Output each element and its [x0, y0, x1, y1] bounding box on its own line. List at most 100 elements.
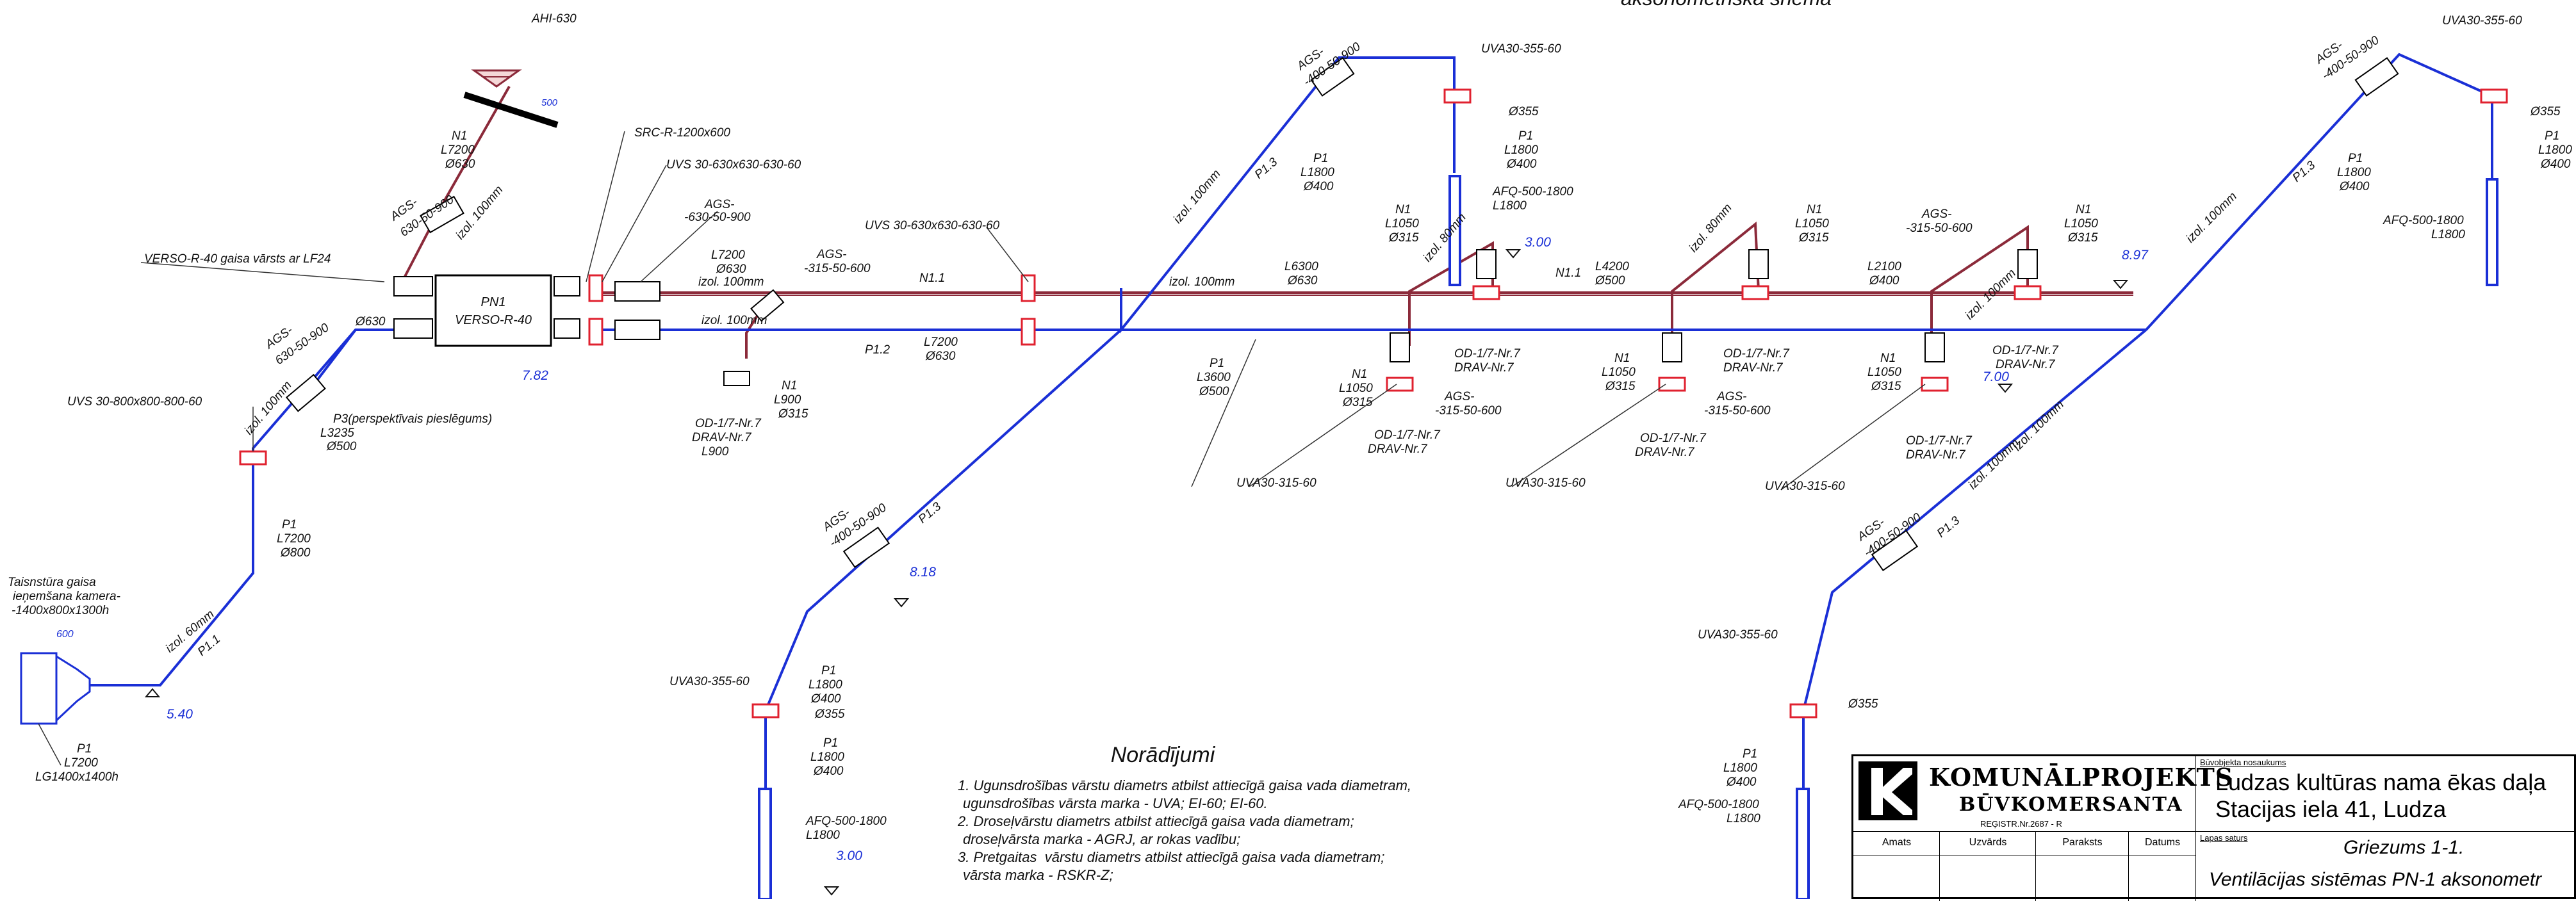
supply-branch-lower-right	[1802, 329, 2147, 711]
label-drav5: DRAV-Nr.7	[1635, 446, 1695, 459]
label-d630c: Ø630	[925, 350, 956, 363]
label-p1b: P1	[77, 742, 92, 756]
label-ags-g2: -315-50-600	[1906, 222, 1973, 235]
label-p1d: P1	[1313, 152, 1328, 165]
label-afq1-l: L1800	[1493, 199, 1527, 213]
company-logo	[1858, 761, 1917, 820]
label-n1g-d: Ø315	[2067, 231, 2098, 245]
scheme-title: aksonometriskā shēma	[1621, 0, 1832, 10]
label-uvs1: UVS 30-630x630-630-60	[666, 158, 801, 172]
elevation-818: 8.18	[910, 565, 936, 580]
label-p1j-l: L1800	[2538, 143, 2572, 157]
label-n1a-l: L7200	[441, 143, 475, 157]
label-p3-d: Ø500	[326, 440, 357, 453]
company-name-2: BŪVKOMERSANTA	[1959, 793, 2183, 816]
air-handling-unit: PN1 VERSO-R-40	[393, 274, 580, 347]
sheet-title-line2: Ventilācijas sistēmas PN-1 aksonometr	[2209, 869, 2542, 890]
label-intake-1: Taisnstūra gaisa	[8, 576, 96, 589]
label-n1b: N1	[782, 379, 797, 393]
label-n1c-l: L1050	[1385, 217, 1419, 231]
label-n11b: N1.1	[1555, 266, 1581, 280]
supply-riser-right	[2145, 53, 2493, 331]
label-n1f-d: Ø315	[1605, 380, 1636, 393]
col-uzvards: Uzvārds	[1969, 837, 2007, 848]
label-drav3: DRAV-Nr.7	[1368, 442, 1428, 456]
col-paraksts: Paraksts	[2062, 837, 2103, 848]
fire-dampers	[239, 88, 2508, 718]
label-p1g: P1	[823, 736, 838, 750]
label-p1e-d: Ø500	[1199, 385, 1229, 398]
label-l2100: L2100	[1867, 260, 1901, 273]
label-p1c-d: Ø400	[1506, 158, 1537, 171]
logo-k-icon	[1871, 768, 1912, 815]
label-n1e-d: Ø315	[1798, 231, 1829, 245]
label-p13d: P1.3	[2290, 158, 2318, 184]
label-uva3: UVA30-315-60	[1505, 476, 1586, 490]
notes-line-3: 2. Droseļvārstu diametrs atbilst attiecī…	[958, 813, 1354, 829]
label-p1e-l: L3600	[1197, 371, 1231, 384]
label-n1f-l: L1050	[1602, 366, 1636, 379]
label-n1g-l: L1050	[2064, 217, 2098, 231]
label-d355c: Ø355	[1848, 697, 1878, 711]
label-d630b: Ø630	[716, 263, 746, 276]
label-intake-2: ieņemšana kamera-	[13, 590, 120, 603]
label-n1c: N1	[1395, 203, 1411, 216]
label-n1h-d: Ø315	[1871, 380, 1901, 393]
label-p1c: P1	[1518, 129, 1533, 143]
label-p1i: P1	[2348, 152, 2363, 165]
title-block-object: Būvobjekta nosaukums Ludzas kultūras nam…	[2196, 756, 2576, 832]
label-p1d-l: L1800	[1300, 166, 1334, 179]
label-l4200: L4200	[1595, 260, 1629, 273]
label-izol100d: izol. 100mm	[701, 314, 767, 327]
elevation-782: 7.82	[522, 368, 548, 383]
object-name-line1: Ludzas kultūras nama ēkas daļa	[2215, 769, 2547, 795]
afq-terminal-3	[1448, 175, 1461, 286]
label-p1h-d: Ø400	[1726, 775, 1757, 789]
label-p1a-d: Ø800	[280, 546, 311, 560]
roof-line	[463, 92, 559, 128]
label-n1h: N1	[1880, 352, 1896, 365]
label-l7200b: L7200	[924, 336, 958, 349]
notes-line-6: vārsta marka - RSKR-Z;	[963, 867, 1113, 883]
label-od3: OD-1/7-Nr.7	[1374, 428, 1441, 442]
label-d630: Ø630	[355, 315, 386, 329]
notes-block: Norādījumi 1. Ugunsdrošības vārstu diame…	[958, 743, 1598, 884]
exhaust-branch-4	[1930, 225, 2029, 346]
label-src: SRC-R-1200x600	[634, 126, 730, 140]
label-uvs3: UVS 30-630x630-630-60	[865, 219, 1000, 232]
elevation-300b: 3.00	[836, 848, 862, 863]
label-n1a: N1	[452, 129, 467, 143]
elevation-540: 5.40	[167, 707, 193, 722]
label-p1f-l: L1800	[808, 678, 842, 692]
label-p1a: P1	[282, 518, 297, 532]
label-od7: OD-1/7-Nr.7	[1906, 434, 1973, 448]
sheet-caption: Lapas saturs	[2200, 833, 2248, 843]
label-n1a-d: Ø630	[445, 158, 475, 171]
label-izol100f: izol. 100mm	[1171, 167, 1224, 226]
label-n1h-l: L1050	[1867, 366, 1901, 379]
label-intake-3: -1400x800x1300h	[12, 604, 109, 617]
label-afq3: AFQ-500-1800	[1678, 798, 1759, 811]
label-p1b-lg: LG1400x1400h	[35, 770, 119, 784]
sheet-title-line1: Griezums 1-1.	[2343, 837, 2465, 858]
label-uva4: UVA30-315-60	[1765, 480, 1845, 493]
throttle-dampers	[723, 249, 2038, 386]
label-p1j: P1	[2545, 129, 2559, 143]
label-p1j-d: Ø400	[2540, 158, 2571, 171]
label-p13c: P1.3	[1935, 514, 1963, 540]
label-l900: L900	[701, 445, 729, 459]
supply-intake-duct	[90, 329, 397, 686]
label-afq3-l: L1800	[1727, 812, 1760, 825]
label-p1b-l: L7200	[64, 756, 98, 770]
label-p1f-d: Ø400	[810, 692, 841, 706]
label-n1f: N1	[1614, 352, 1630, 365]
afq-terminal-2	[1796, 788, 1810, 899]
label-od1: OD-1/7-Nr.7	[695, 417, 762, 430]
label-afq4-l: L1800	[2431, 228, 2465, 241]
label-drav1: DRAV-Nr.7	[692, 431, 752, 444]
label-p3: P3(perspektīvais pieslēgums)	[333, 412, 492, 426]
air-terminals	[758, 175, 2498, 899]
label-n1b-l: L900	[774, 393, 801, 407]
label-uva2: UVA30-315-60	[1236, 476, 1317, 490]
label-uva5: UVA30-355-60	[669, 675, 750, 688]
